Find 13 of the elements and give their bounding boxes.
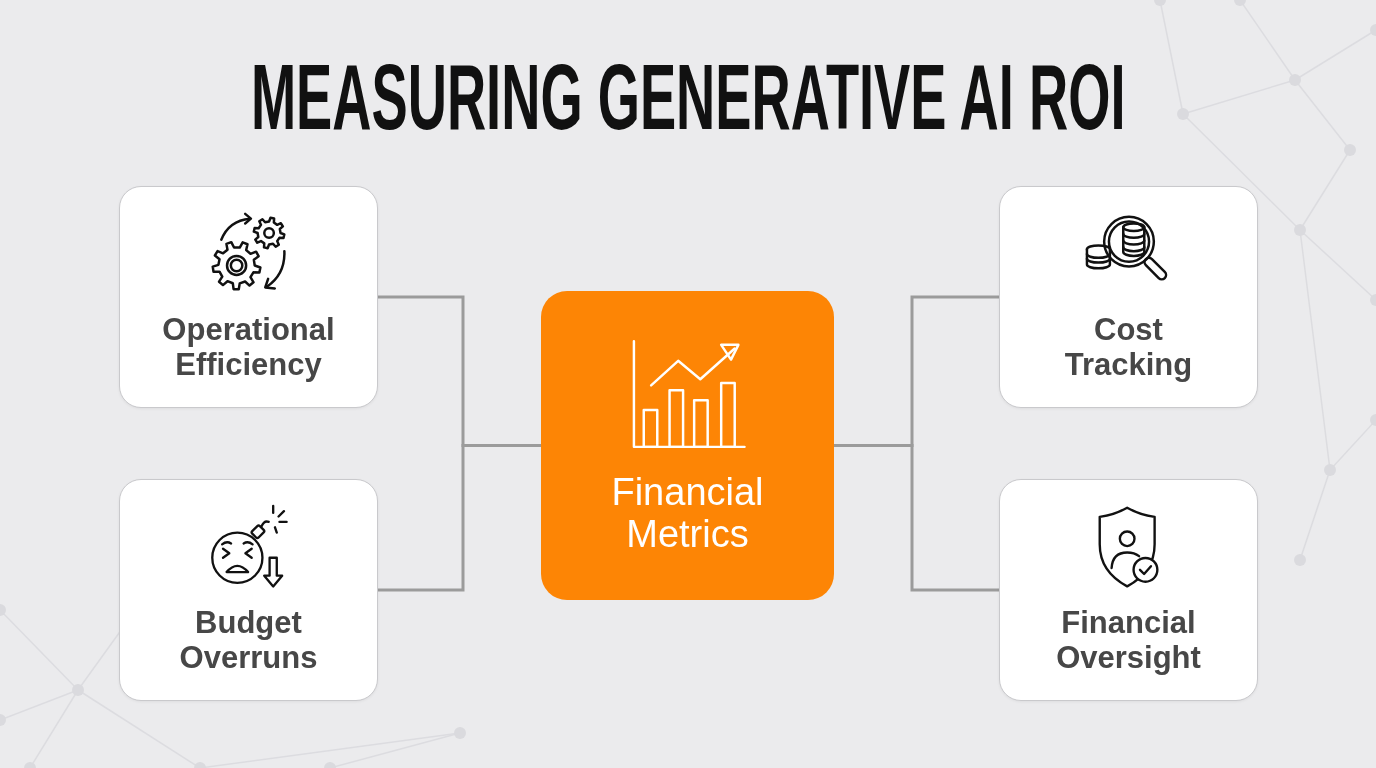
card-label: Financial Oversight: [1055, 606, 1202, 676]
connector-line: [834, 444, 999, 592]
connector-line: [378, 444, 541, 592]
category-card: [119, 186, 378, 408]
card-label: Cost Tracking: [1063, 313, 1194, 383]
title: MEASURING GENERATIVE AI ROI: [250, 51, 1126, 143]
card-label: Budget Overruns: [178, 606, 319, 676]
category-card: [119, 479, 378, 701]
central-card: [541, 291, 834, 600]
card-label: Operational Efficiency: [161, 313, 336, 383]
card-label: Financial Metrics: [610, 471, 765, 556]
category-card: [999, 186, 1258, 408]
category-card: [999, 479, 1258, 701]
